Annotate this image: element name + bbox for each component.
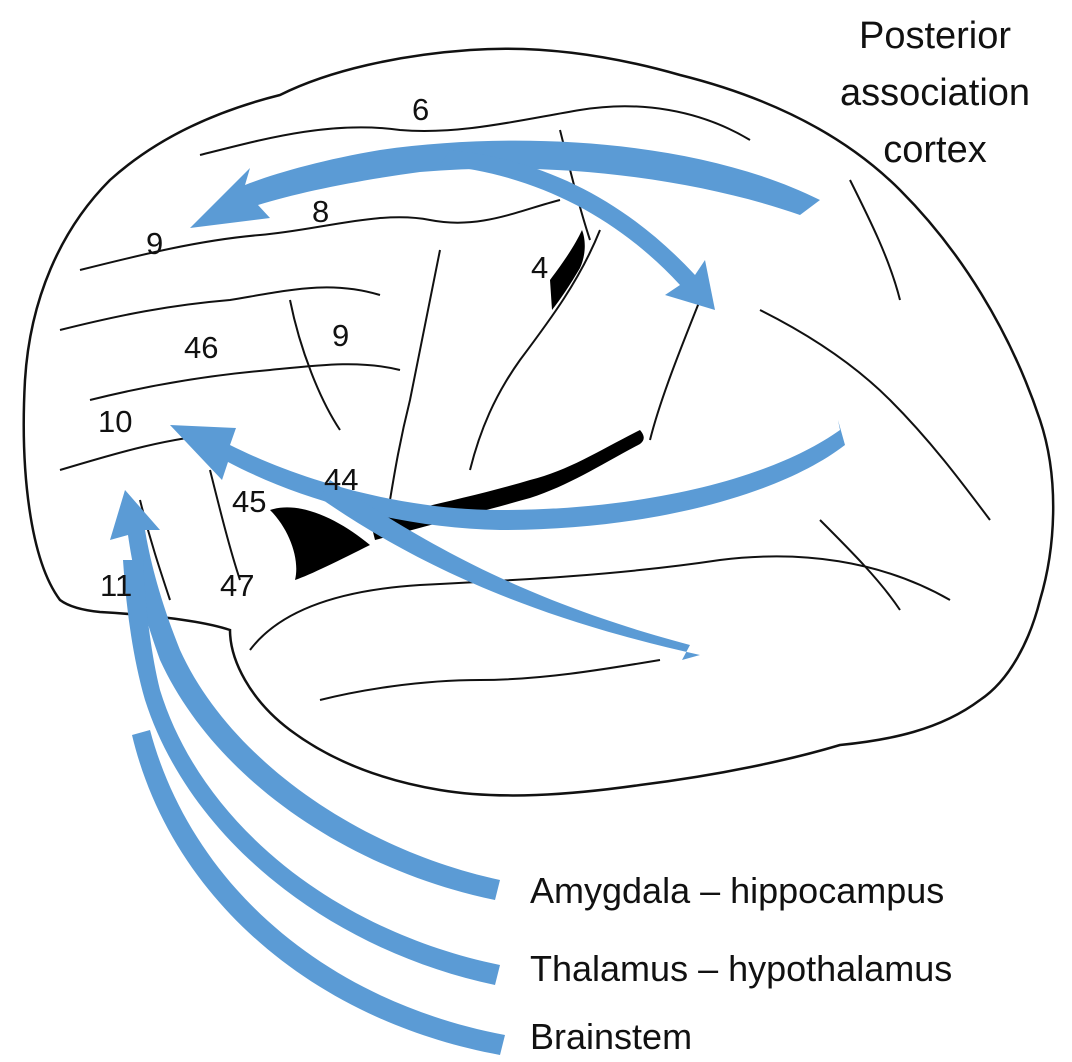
posterior-label-line3: cortex <box>800 122 1070 179</box>
posterior-association-label: Posterior association cortex <box>800 8 1070 179</box>
area-9-mid-label: 9 <box>332 318 349 354</box>
area-11-label: 11 <box>100 568 132 604</box>
area-9-top-label: 9 <box>146 226 163 262</box>
posterior-label-line1: Posterior <box>800 8 1070 65</box>
area-44-label: 44 <box>324 462 358 498</box>
posterior-label-line2: association <box>800 65 1070 122</box>
source-amygdala-label: Amygdala – hippocampus <box>530 870 944 912</box>
area-45-label: 45 <box>232 484 266 520</box>
source-brainstem-label: Brainstem <box>530 1016 692 1058</box>
source-thalamus-label: Thalamus – hypothalamus <box>530 948 952 990</box>
area-4-label: 4 <box>531 250 548 286</box>
area-47-label: 47 <box>220 568 254 604</box>
area-46-label: 46 <box>184 330 218 366</box>
area-6-label: 6 <box>412 92 429 128</box>
area-8-label: 8 <box>312 194 329 230</box>
area-10-label: 10 <box>98 404 132 440</box>
